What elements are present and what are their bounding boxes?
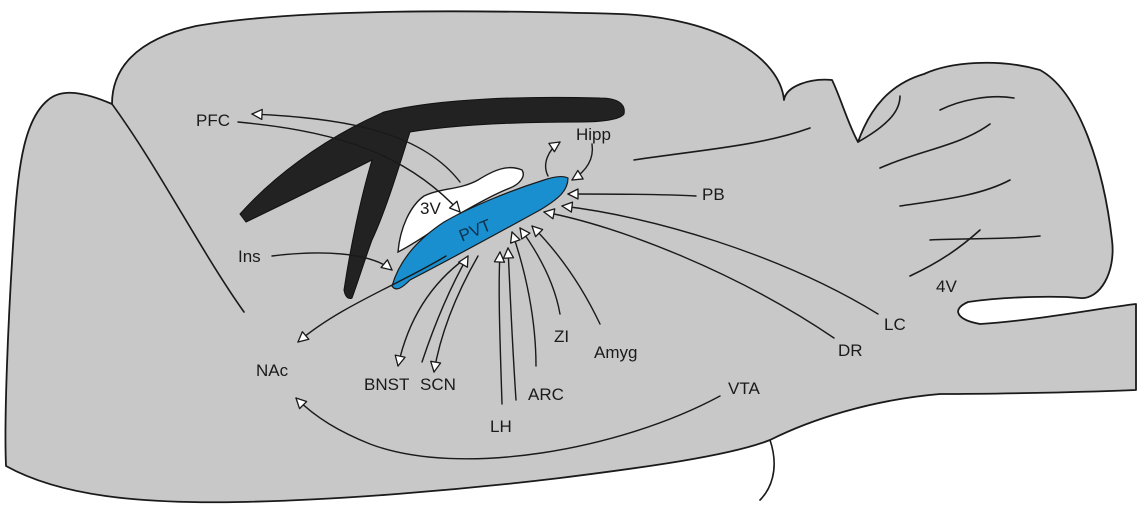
label-ins: Ins xyxy=(238,247,261,266)
label-bnst: BNST xyxy=(364,375,409,394)
brain-outline xyxy=(5,11,1136,502)
label-lc: LC xyxy=(884,315,906,334)
label-arc: ARC xyxy=(528,385,564,404)
brainstem-fold xyxy=(760,440,774,500)
label-amyg: Amyg xyxy=(594,343,637,362)
label-hipp: Hipp xyxy=(576,125,611,144)
label-dr: DR xyxy=(838,341,863,360)
label-vta: VTA xyxy=(728,379,760,398)
label-pfc: PFC xyxy=(196,111,230,130)
label-4v: 4V xyxy=(936,277,957,296)
label-scn: SCN xyxy=(420,375,456,394)
label-nac: NAc xyxy=(256,361,289,380)
label-3v: 3V xyxy=(420,199,441,218)
label-zi: ZI xyxy=(554,327,569,346)
label-lh: LH xyxy=(490,417,512,436)
label-pb: PB xyxy=(702,185,725,204)
